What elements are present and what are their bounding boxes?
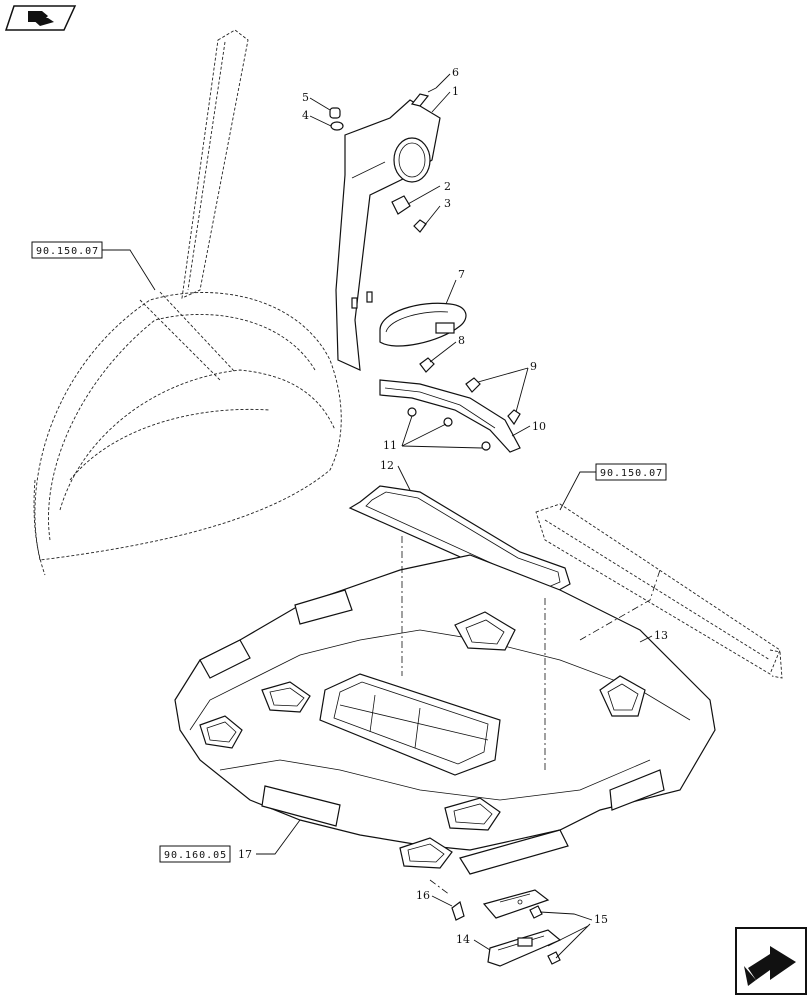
headliner-part-17: [174, 554, 716, 875]
callout-7: 7: [458, 268, 465, 281]
callout-10: 10: [532, 420, 546, 433]
callout-2: 2: [444, 180, 451, 193]
callout-13: 13: [654, 629, 668, 642]
screw-part-9b: [507, 409, 521, 426]
callout-17: 17: [238, 848, 252, 861]
alignment-lines: [401, 536, 661, 896]
screw-part-6: [410, 87, 437, 107]
callout-3: 3: [444, 197, 451, 210]
callout-14: 14: [456, 933, 470, 946]
seal-plate-part-12: [348, 485, 571, 597]
callout-12: 12: [380, 459, 394, 472]
rear-rail-ghost: [535, 503, 783, 679]
callout-4: 4: [302, 109, 309, 122]
reference-text-left: 90.150.07: [36, 246, 99, 257]
callout-11: 11: [383, 439, 397, 452]
clip-nut-part-11c: [481, 441, 491, 451]
reference-tag-bottom[interactable]: 90.160.05: [159, 845, 231, 863]
lamp-bracket-part-15: [482, 889, 550, 919]
callout-5: 5: [302, 91, 309, 104]
callout-15: 15: [594, 913, 608, 926]
callout-16: 16: [416, 889, 430, 902]
screw-part-15a: [529, 905, 543, 919]
pillar-trim-part-1: [335, 99, 441, 371]
pin-part-16: [451, 900, 465, 921]
nut-part-5: [329, 107, 341, 119]
reference-tag-left[interactable]: 90.150.07: [31, 241, 156, 291]
screw-part-9a: [465, 377, 481, 393]
callout-9: 9: [530, 360, 537, 373]
reference-text-bottom: 90.160.05: [164, 850, 227, 861]
dome-lamp-part-14: [487, 929, 562, 967]
clip-nut-part-11a: [407, 407, 417, 417]
book-navigation-icon[interactable]: [4, 5, 77, 31]
screw-part-15b: [547, 951, 561, 965]
reference-text-right: 90.150.07: [600, 468, 663, 479]
callout-8: 8: [458, 334, 465, 347]
reference-tag-right[interactable]: 90.150.07: [559, 463, 667, 511]
trim-strip-part-10: [379, 379, 521, 453]
cab-roof-frame-ghost: [33, 29, 342, 576]
callout-1: 1: [452, 85, 459, 98]
clip-part-2: [391, 195, 411, 215]
washer-part-4: [330, 121, 344, 131]
strap-part-7: [379, 302, 467, 347]
next-page-arrow-icon[interactable]: [735, 927, 807, 995]
callout-6: 6: [452, 66, 459, 79]
